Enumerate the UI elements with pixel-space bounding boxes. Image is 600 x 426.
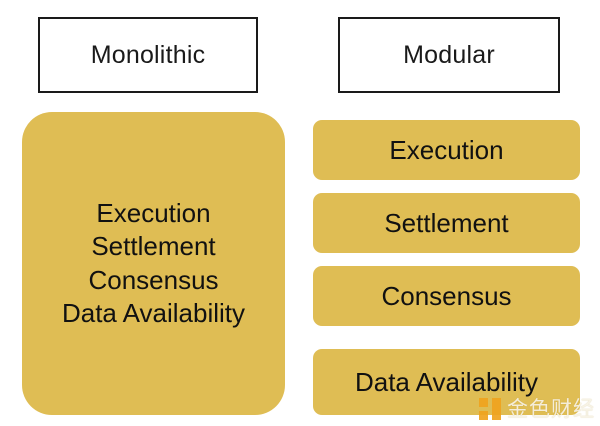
- modular-block-consensus: Consensus: [313, 266, 580, 326]
- monolithic-layer-list: Execution Settlement Consensus Data Avai…: [62, 197, 245, 330]
- modular-header-label: Modular: [403, 40, 495, 69]
- monolithic-header-label: Monolithic: [90, 40, 206, 69]
- modular-block-settlement: Settlement: [313, 193, 580, 253]
- monolithic-layer-execution: Execution: [96, 197, 211, 228]
- modular-label-data-availability: Data Availability: [354, 367, 539, 397]
- modular-block-data-availability: Data Availability: [313, 349, 580, 415]
- monolithic-layer-data-availability: Data Availability: [61, 297, 246, 328]
- monolithic-layer-settlement: Settlement: [91, 231, 216, 262]
- modular-label-settlement: Settlement: [384, 208, 509, 238]
- monolithic-header-box: Monolithic: [38, 17, 258, 93]
- modular-block-execution: Execution: [313, 120, 580, 180]
- modular-label-consensus: Consensus: [381, 281, 512, 311]
- modular-header-box: Modular: [338, 17, 560, 93]
- monolithic-block: Execution Settlement Consensus Data Avai…: [22, 112, 285, 415]
- monolithic-layer-consensus: Consensus: [88, 264, 219, 295]
- modular-label-execution: Execution: [389, 135, 504, 165]
